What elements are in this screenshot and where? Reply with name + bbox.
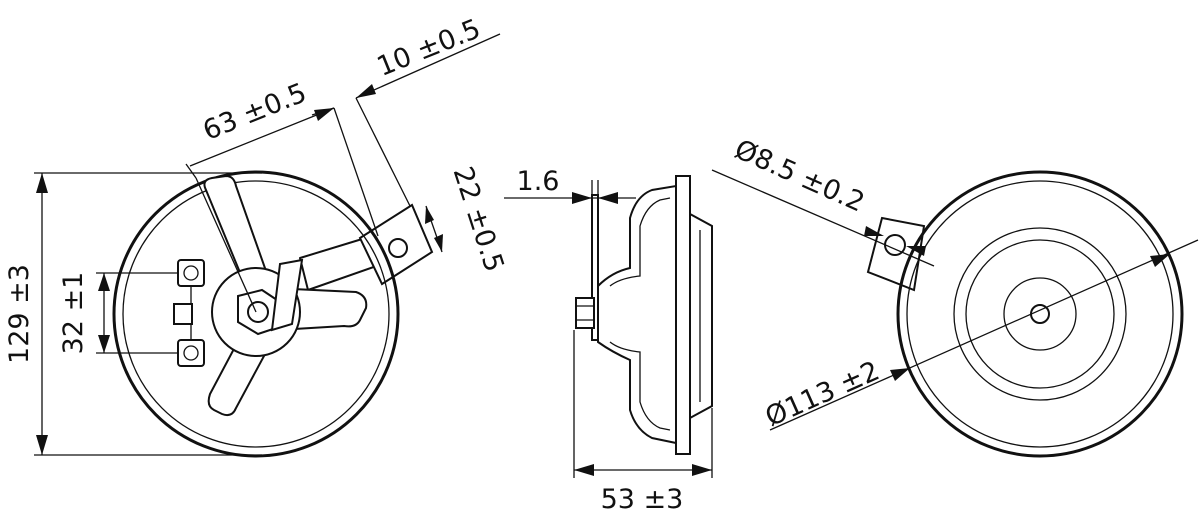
front-bracket [299,203,434,291]
side-view: 1.6 53 ±3 [504,166,713,515]
side-plate [591,194,599,341]
dim-plate-thickness-label: 1.6 [517,166,560,197]
rear-inner-ring [1003,277,1077,351]
dim-total-height-label: 129 ±3 [4,264,35,364]
dim-outer-diameter-label: Ø113 ±2 [761,355,884,433]
dim-total-height: 129 ±3 [4,172,262,456]
front-inner-rim [122,180,390,448]
side-rim [675,175,691,455]
side-body [597,184,677,445]
dim-terminal-spacing-label: 32 ±1 [58,272,89,355]
dim-hole-diameter-label: Ø8.5 ±0.2 [730,134,869,219]
front-view: 129 ±3 32 ±1 63 ±0.5 10 ±0.5 [4,13,510,458]
rear-mid-ring [953,227,1127,401]
dim-terminal-spacing: 32 ±1 [58,272,178,355]
dim-outer-diameter: Ø113 ±2 [761,239,1199,433]
dim-bracket-width-label: 10 ±0.5 [373,13,485,82]
dim-plate-thickness: 1.6 [504,166,636,204]
dim-depth-label: 53 ±3 [601,484,684,515]
rear-outer-rim [896,170,1184,458]
dim-depth: 53 ±3 [573,330,713,515]
dim-bracket-length-label: 63 ±0.5 [199,77,311,146]
dim-bracket-hole-offset: 22 ±0.5 [425,163,510,276]
front-outer-rim [112,170,400,458]
side-bolt [575,297,595,329]
dim-bracket-length: 63 ±0.5 [185,77,335,179]
rear-view: Ø8.5 ±0.2 Ø113 ±2 [711,134,1199,458]
front-terminals [173,259,205,367]
dim-bracket-hole-offset-label: 22 ±0.5 [447,163,510,276]
